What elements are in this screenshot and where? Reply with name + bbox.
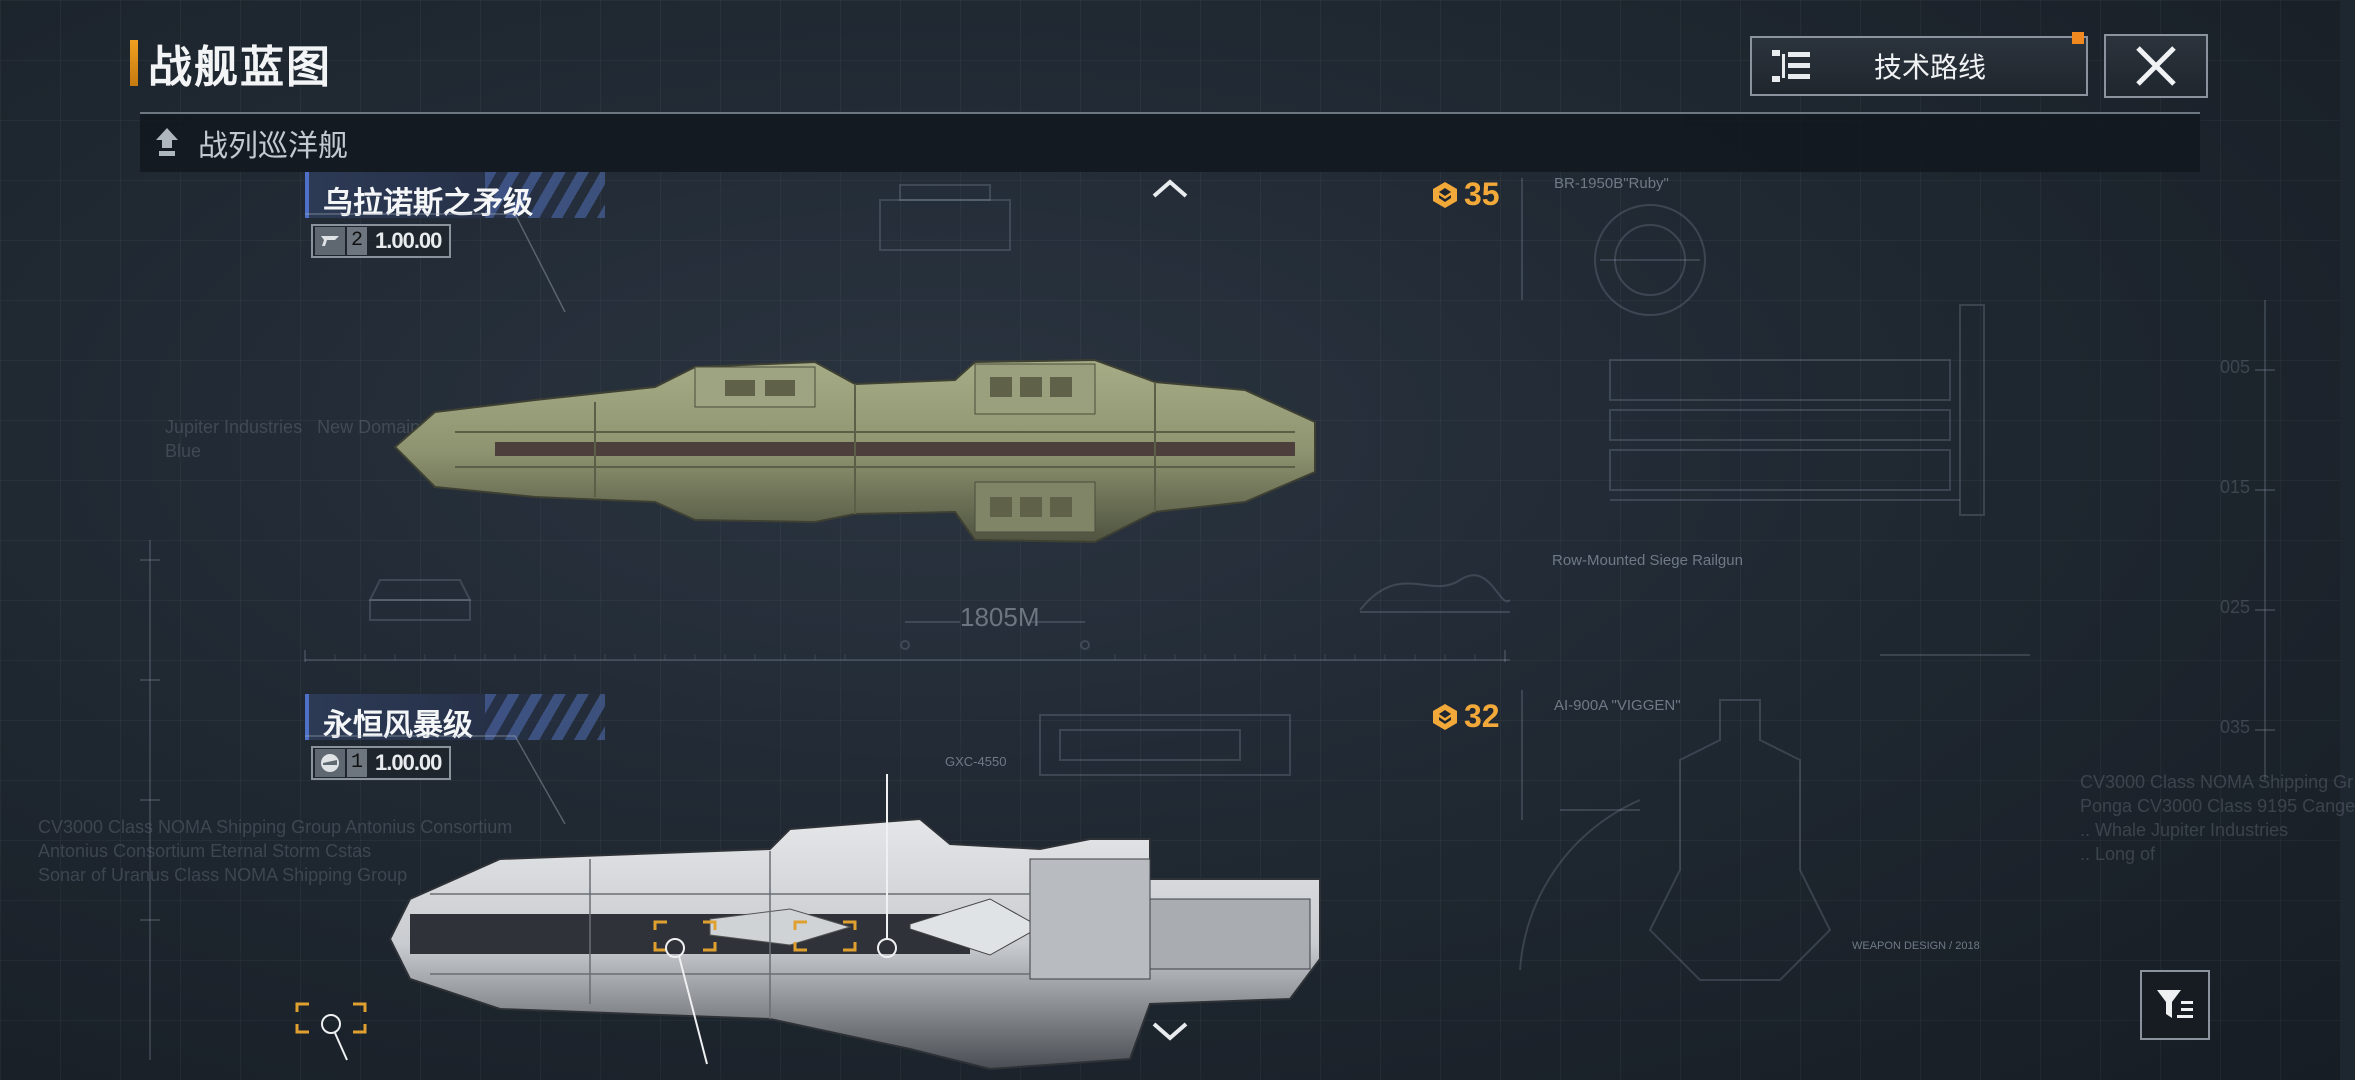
- filter-icon: [2157, 990, 2193, 1018]
- weapon-caption: WEAPON DESIGN / 2018: [1852, 940, 1980, 952]
- faction-icon: [315, 749, 345, 777]
- scale-mark: 025: [2220, 597, 2251, 617]
- tech-tree-icon: [1772, 50, 1810, 82]
- blueprint-code: BR-1950B"Ruby": [1554, 175, 1669, 192]
- scroll-down-arrow[interactable]: [1150, 1018, 1190, 1044]
- ship-card-2[interactable]: 永恒风暴级 1 1.00.00 32: [295, 694, 1505, 1074]
- scale-mark: 035: [2220, 717, 2251, 737]
- background-caption-mid: Jupiter Industries New Domain Blue: [165, 417, 421, 461]
- filter-button[interactable]: [2140, 970, 2210, 1040]
- ship-cost-value: 32: [1464, 698, 1500, 734]
- weapon-caption: Row-Mounted Siege Railgun: [1552, 552, 1743, 569]
- hardpoint-markers: [295, 774, 897, 1065]
- command-cost-icon: [1433, 181, 1457, 208]
- title-accent: [130, 40, 138, 86]
- ship-version: 1.00.00: [375, 228, 442, 253]
- page-title-group: 战舰蓝图: [130, 38, 332, 92]
- close-button[interactable]: [2104, 34, 2208, 98]
- battlecruiser-rank-icon: [156, 128, 178, 156]
- scroll-up-arrow[interactable]: [1150, 176, 1190, 202]
- faction-icon: [315, 227, 345, 255]
- ship-name-bar: 乌拉诺斯之矛级: [305, 172, 605, 220]
- ship-cost: 32: [1430, 698, 1500, 735]
- ship-length-label: 1805M: [960, 602, 1040, 632]
- blueprint-code: AI-900A "VIGGEN": [1554, 697, 1681, 714]
- notification-dot: [2072, 32, 2084, 44]
- ship-stat-box: 1 1.00.00: [311, 746, 452, 780]
- name-leader-line: [305, 213, 566, 313]
- close-icon: [2136, 46, 2176, 86]
- ship-name: 永恒风暴级: [323, 709, 473, 742]
- category-label: 战列巡洋舰: [198, 130, 348, 163]
- name-leader-line: [305, 735, 566, 825]
- background-caption-right: CV3000 Class NOMA Shipping Gr Ponga CV30…: [2080, 772, 2355, 864]
- ship-name: 乌拉诺斯之矛级: [323, 187, 533, 220]
- ship-tier: 2: [347, 227, 367, 255]
- ship-model-uranus-spear: [393, 358, 1316, 544]
- background-caption-left: CV3000 Class NOMA Shipping Group Antoniu…: [38, 817, 513, 885]
- scale-mark: 005: [2220, 357, 2251, 377]
- ship-card-1[interactable]: 乌拉诺斯之矛级 2 1.00.00 35 1805M: [305, 172, 1505, 642]
- ship-name-bar: 永恒风暴级: [305, 694, 605, 742]
- ship-stat-box: 2 1.00.00: [311, 224, 452, 258]
- callout-label: GXC-4550: [945, 754, 1007, 769]
- ship-version: 1.00.00: [375, 750, 442, 775]
- scale-mark: 015: [2220, 477, 2251, 497]
- ship-cost-value: 35: [1464, 176, 1500, 212]
- command-cost-icon: [1433, 703, 1457, 730]
- category-bar[interactable]: 战列巡洋舰: [140, 112, 2200, 172]
- tech-route-label: 技术路线: [1873, 52, 1986, 83]
- ship-cost: 35: [1430, 176, 1500, 213]
- ship-tier: 1: [347, 749, 367, 777]
- tech-route-button[interactable]: 技术路线: [1750, 32, 2088, 96]
- page-title: 战舰蓝图: [148, 43, 332, 92]
